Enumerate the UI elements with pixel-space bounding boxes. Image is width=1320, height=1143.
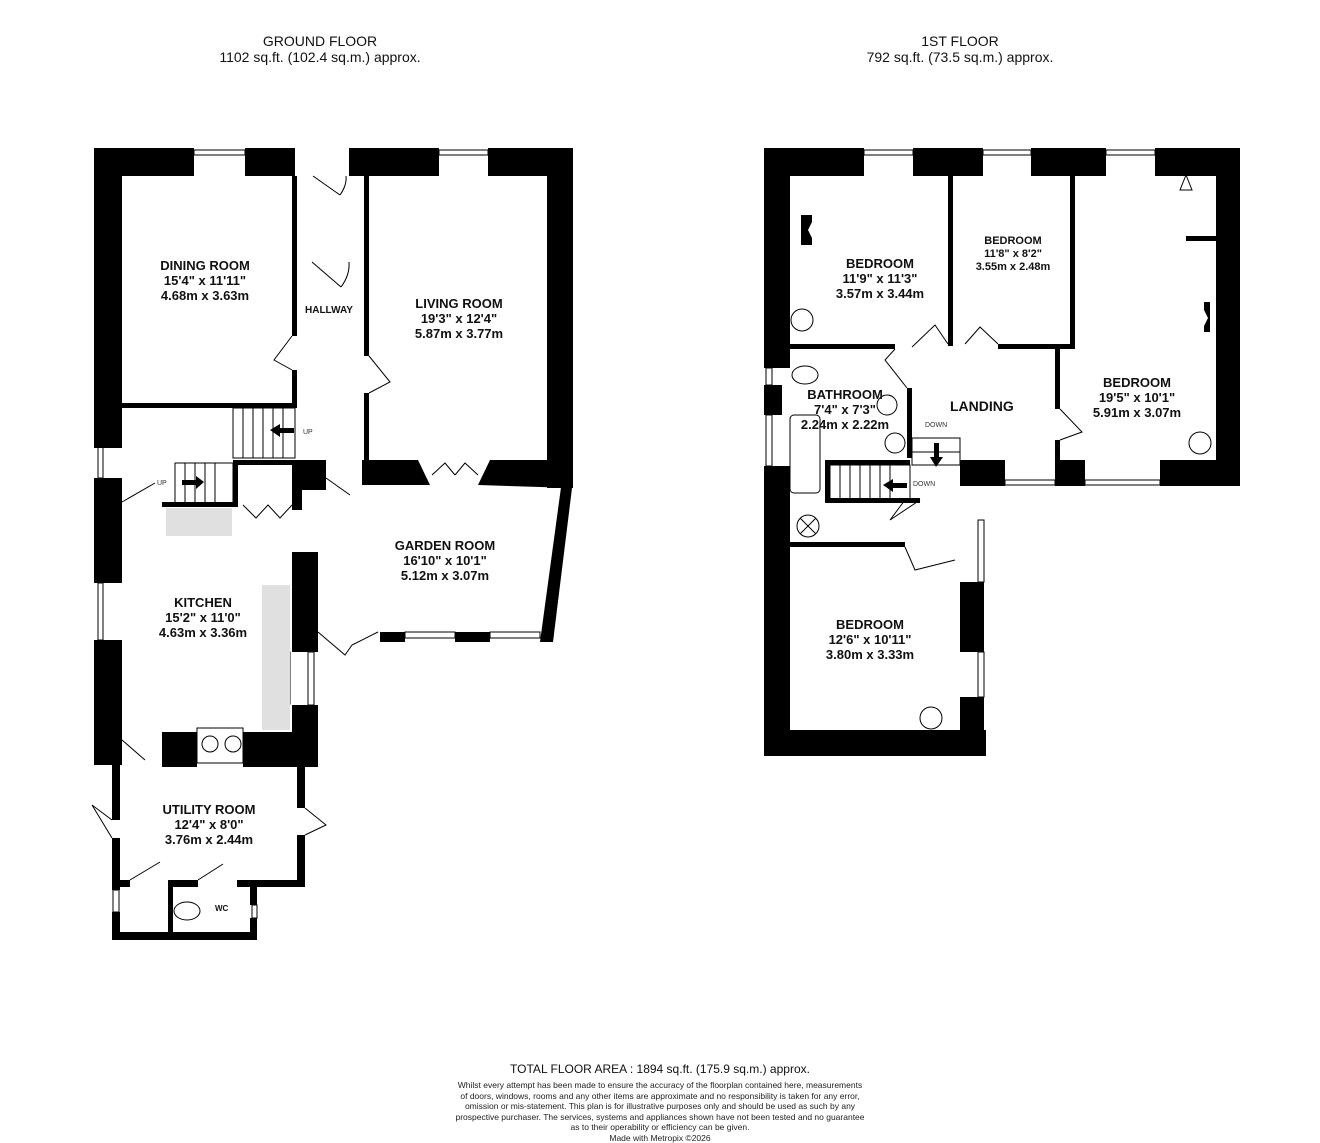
room-metric: 2.24m x 2.22m: [801, 417, 889, 432]
room-imperial: 19'5" x 10'1": [1093, 390, 1181, 405]
stairs-down-label: DOWN: [925, 422, 947, 429]
disclaimer-line: of doors, windows, rooms and any other i…: [360, 1091, 960, 1102]
room-dining-room: DINING ROOM 15'4" x 11'11" 4.68m x 3.63m: [160, 258, 250, 303]
room-metric: 4.68m x 3.63m: [160, 288, 250, 303]
room-bathroom: BATHROOM 7'4" x 7'3" 2.24m x 2.22m: [801, 387, 889, 432]
room-metric: 5.87m x 3.77m: [415, 326, 503, 341]
stairs-up-label: UP: [157, 480, 167, 487]
room-name: BEDROOM: [976, 235, 1051, 248]
hallway-label: HALLWAY: [305, 305, 353, 316]
room-imperial: 16'10" x 10'1": [395, 553, 495, 568]
room-bedroom-4: BEDROOM 12'6" x 10'11" 3.80m x 3.33m: [826, 617, 914, 662]
room-metric: 3.57m x 3.44m: [836, 286, 924, 301]
room-name: KITCHEN: [159, 595, 247, 610]
disclaimer-line: Whilst every attempt has been made to en…: [360, 1080, 960, 1091]
room-imperial: 15'4" x 11'11": [160, 273, 250, 288]
total-floor-area: TOTAL FLOOR AREA : 1894 sq.ft. (175.9 sq…: [360, 1062, 960, 1076]
room-imperial: 11'9" x 11'3": [836, 271, 924, 286]
room-name: BEDROOM: [826, 617, 914, 632]
room-name: DINING ROOM: [160, 258, 250, 273]
room-living-room: LIVING ROOM 19'3" x 12'4" 5.87m x 3.77m: [415, 296, 503, 341]
room-metric: 3.80m x 3.33m: [826, 647, 914, 662]
room-name: BEDROOM: [1093, 375, 1181, 390]
room-name: BEDROOM: [836, 256, 924, 271]
room-name: UTILITY ROOM: [163, 802, 256, 817]
disclaimer-line: omission or mis-statement. This plan is …: [360, 1101, 960, 1112]
room-bedroom-1: BEDROOM 11'9" x 11'3" 3.57m x 3.44m: [836, 256, 924, 301]
room-kitchen: KITCHEN 15'2" x 11'0" 4.63m x 3.36m: [159, 595, 247, 640]
room-imperial: 15'2" x 11'0": [159, 610, 247, 625]
ground-floor-fittings: [92, 150, 540, 920]
room-utility-room: UTILITY ROOM 12'4" x 8'0" 3.76m x 2.44m: [163, 802, 256, 847]
stairs-up-label: UP: [303, 429, 313, 436]
room-metric: 5.91m x 3.07m: [1093, 405, 1181, 420]
room-imperial: 11'8" x 8'2": [976, 248, 1051, 261]
room-name: BATHROOM: [801, 387, 889, 402]
room-imperial: 12'6" x 10'11": [826, 632, 914, 647]
disclaimer: Whilst every attempt has been made to en…: [360, 1080, 960, 1143]
landing-label: LANDING: [950, 398, 1014, 414]
wc-label: WC: [215, 904, 228, 913]
credit-line: Made with Metropix ©2026: [360, 1133, 960, 1143]
stairs-down-label: DOWN: [913, 481, 935, 488]
room-metric: 3.55m x 2.48m: [976, 261, 1051, 274]
room-imperial: 7'4" x 7'3": [801, 402, 889, 417]
room-bedroom-2: BEDROOM 11'8" x 8'2" 3.55m x 2.48m: [976, 235, 1051, 274]
room-metric: 4.63m x 3.36m: [159, 625, 247, 640]
room-name: GARDEN ROOM: [395, 538, 495, 553]
room-garden-room: GARDEN ROOM 16'10" x 10'1" 5.12m x 3.07m: [395, 538, 495, 583]
room-name: LIVING ROOM: [415, 296, 503, 311]
room-imperial: 12'4" x 8'0": [163, 817, 256, 832]
footer: TOTAL FLOOR AREA : 1894 sq.ft. (175.9 sq…: [360, 1062, 960, 1143]
disclaimer-line: prospective purchaser. The services, sys…: [360, 1112, 960, 1123]
room-bedroom-3: BEDROOM 19'5" x 10'1" 5.91m x 3.07m: [1093, 375, 1181, 420]
disclaimer-line: as to their operability or efficiency ca…: [360, 1122, 960, 1133]
room-imperial: 19'3" x 12'4": [415, 311, 503, 326]
room-metric: 3.76m x 2.44m: [163, 832, 256, 847]
room-metric: 5.12m x 3.07m: [395, 568, 495, 583]
